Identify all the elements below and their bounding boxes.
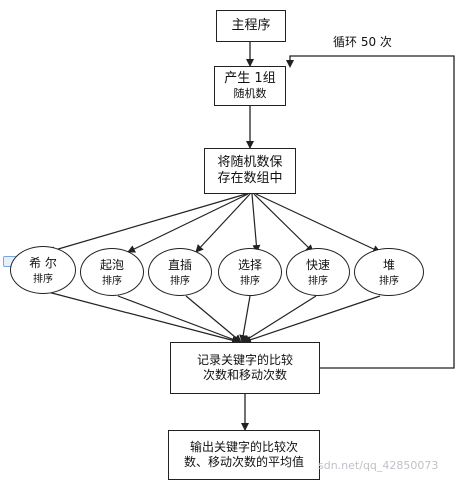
node-sort-bubble-line2: 排序 — [102, 275, 122, 287]
node-sort-bubble: 起泡 排序 — [80, 248, 144, 296]
node-record-line2: 次数和移动次数 — [202, 368, 287, 382]
arrow-save-to-bubble — [127, 193, 249, 253]
node-sort-quick-line1: 快速 — [305, 257, 330, 272]
node-output-average: 输出关键字的比较次 数、移动次数的平均值 — [168, 430, 320, 480]
node-sort-insertion-line1: 直插 — [167, 257, 192, 272]
node-save-line1: 将随机数保 — [217, 154, 283, 170]
node-sort-insertion-line2: 排序 — [170, 275, 190, 287]
node-sort-quick-line2: 排序 — [308, 275, 328, 287]
node-record-line1: 记录关键字的比较 — [196, 353, 293, 367]
arrow-insert-to-record — [185, 295, 242, 343]
node-sort-quick: 快速 排序 — [286, 248, 350, 296]
node-output-line1: 输出关键字的比较次 — [189, 440, 298, 454]
arrow-save-to-insert — [195, 193, 251, 253]
node-sort-heap-line1: 堆 — [382, 257, 395, 272]
arrow-save-to-shell — [47, 193, 247, 254]
node-generate-line2: 随机数 — [233, 87, 267, 101]
arrow-bubble-to-record — [117, 295, 241, 344]
node-sort-shell-line2: 排序 — [33, 273, 53, 285]
node-record-counts: 记录关键字的比较 次数和移动次数 — [170, 342, 320, 394]
node-output-line2: 数、移动次数的平均值 — [183, 455, 304, 469]
arrow-save-to-quick — [253, 193, 314, 253]
loop-count-label: 循环 50 次 — [333, 35, 392, 49]
node-main-program: 主程序 — [216, 10, 286, 42]
node-sort-selection-line2: 排序 — [240, 275, 260, 287]
node-sort-heap: 堆 排序 — [354, 248, 424, 296]
loop-back-connector — [289, 55, 455, 369]
node-sort-shell-line1: 希 尔 — [29, 255, 57, 270]
watermark-text: sdn.net/qq_42850073 — [318, 459, 439, 472]
node-generate-random: 产生 1组 随机数 — [214, 66, 286, 106]
loop-back-arrowhead — [286, 60, 294, 68]
node-sort-selection-line1: 选择 — [237, 257, 262, 272]
node-sort-bubble-line1: 起泡 — [99, 257, 124, 272]
node-sort-insertion: 直插 排序 — [148, 248, 212, 296]
arrow-heap-to-record — [243, 295, 381, 344]
arrow-select-to-record — [239, 295, 251, 343]
node-main-program-label: 主程序 — [231, 17, 271, 33]
node-sort-shell: 希 尔 排序 — [10, 246, 76, 294]
arrow-save-to-heap — [255, 193, 381, 253]
node-save-to-array: 将随机数保 存在数组中 — [204, 148, 296, 194]
arrow-save-to-select — [251, 193, 261, 253]
node-generate-line1: 产生 1组 — [224, 71, 276, 86]
node-sort-selection: 选择 排序 — [218, 248, 282, 296]
arrow-shell-to-record — [47, 291, 240, 345]
node-sort-heap-line2: 排序 — [379, 275, 399, 287]
node-save-line2: 存在数组中 — [217, 171, 283, 186]
arrow-quick-to-record — [242, 295, 317, 343]
